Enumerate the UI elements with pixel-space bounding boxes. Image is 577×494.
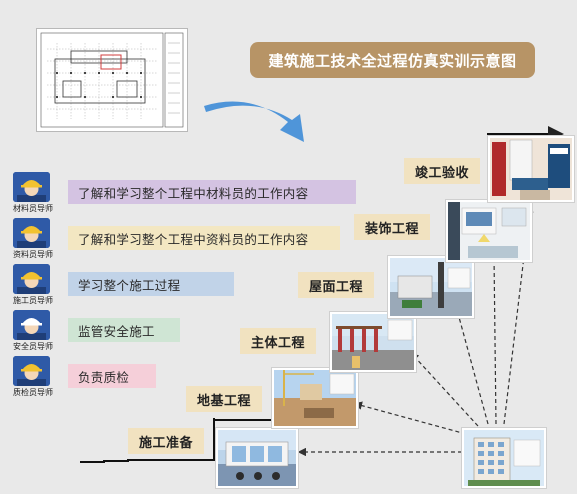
- stage-screenshot-prep: [216, 428, 298, 488]
- worker-avatar-icon: [13, 264, 50, 294]
- role-label: 安全员导师: [13, 342, 53, 351]
- role-task: 负责质检: [68, 364, 156, 388]
- role-1: 资料员导师: [10, 218, 54, 262]
- curved-arrow-icon: [204, 101, 304, 142]
- role-label: 施工员导师: [13, 296, 53, 305]
- stage-label-decoration: 装饰工程: [354, 214, 430, 240]
- role-task: 了解和学习整个工程中材料员的工作内容: [68, 180, 356, 204]
- worker-avatar-icon: [13, 356, 50, 386]
- role-task: 了解和学习整个工程中资料员的工作内容: [68, 226, 340, 250]
- role-3: 安全员导师: [10, 310, 54, 354]
- role-task: 学习整个施工过程: [68, 272, 234, 296]
- worker-avatar-icon: [13, 310, 50, 340]
- stage-screenshot-acceptance: [488, 136, 574, 202]
- stage-label-roof: 屋面工程: [298, 272, 374, 298]
- role-0: 材料员导师: [10, 172, 54, 216]
- role-label: 材料员导师: [13, 204, 53, 213]
- role-4: 质检员导师: [10, 356, 54, 400]
- worker-avatar-icon: [13, 172, 50, 202]
- role-label: 质检员导师: [13, 388, 53, 397]
- stage-label-foundation: 地基工程: [186, 386, 262, 412]
- role-label: 资料员导师: [13, 250, 53, 259]
- blueprint-thumbnail: [36, 28, 188, 132]
- stage-screenshot-foundation: [272, 368, 358, 428]
- diagram-title: 建筑施工技术全过程仿真实训示意图: [250, 42, 535, 78]
- stage-screenshot-structure: [330, 312, 416, 372]
- stage-label-prep: 施工准备: [128, 428, 204, 454]
- stage-label-acceptance: 竣工验收: [404, 158, 480, 184]
- worker-avatar-icon: [13, 218, 50, 248]
- role-2: 施工员导师: [10, 264, 54, 308]
- stage-screenshot-decoration: [446, 200, 532, 262]
- stage-screenshot-roof: [388, 256, 474, 318]
- role-task: 监管安全施工: [68, 318, 180, 342]
- stage-label-structure: 主体工程: [240, 328, 316, 354]
- building-model-screenshot: [462, 428, 546, 488]
